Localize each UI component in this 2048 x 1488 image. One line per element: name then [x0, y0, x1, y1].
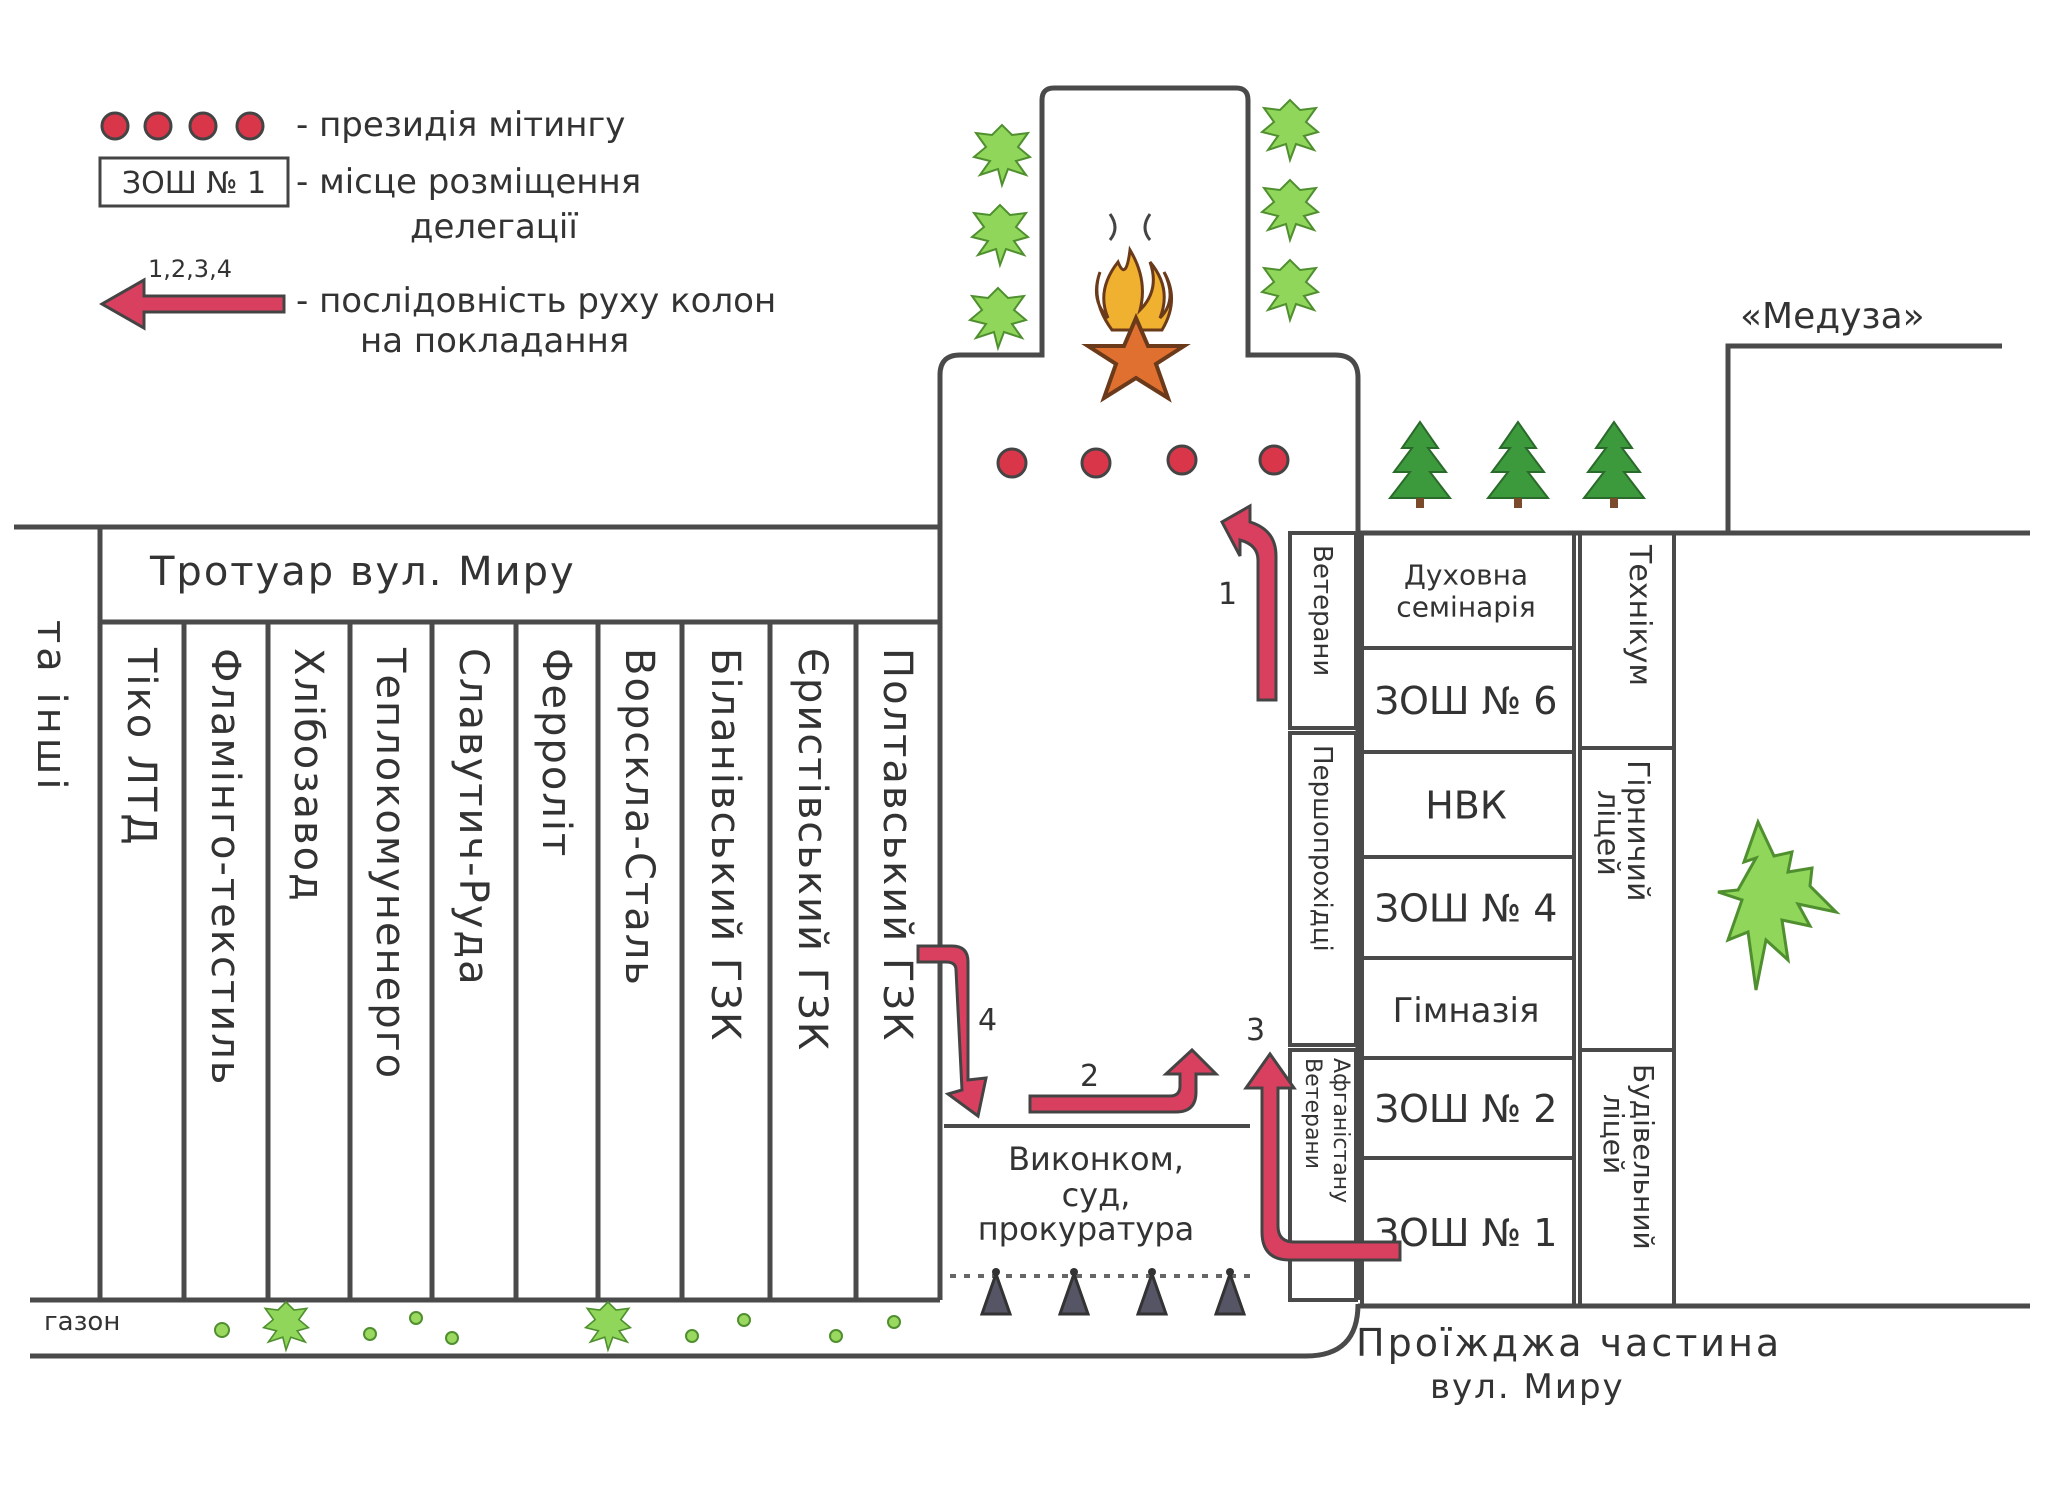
legend-presidium-text: - президія мітингу — [296, 105, 625, 145]
column-label: Тіко ЛТД — [118, 647, 164, 847]
school-label: семінарія — [1396, 591, 1535, 624]
legend-placement-line1: - місце розміщення — [296, 162, 641, 202]
roadway-line2: вул. Миру — [1430, 1367, 1625, 1407]
right-blocks — [944, 531, 1676, 1306]
school-label: Духовна — [1404, 559, 1528, 592]
arrow-label-4: 4 — [978, 1003, 997, 1038]
pine-trees — [1389, 421, 1645, 509]
executive-line2: суд, — [1062, 1176, 1131, 1214]
veterans-label: Ветерани — [1307, 545, 1337, 676]
school-label: ЗОШ № 4 — [1375, 887, 1558, 931]
arrow-label-1: 1 — [1218, 577, 1237, 612]
lawn-plants — [214, 1301, 901, 1351]
column-label: Єристівський ГЗК — [789, 648, 835, 1052]
legend-school-box — [98, 156, 290, 208]
eternal-flame-icon — [1081, 213, 1191, 403]
column-label: Фламінго-текстиль — [202, 648, 248, 1086]
building-lyceum-line1: Будівельний — [1627, 1064, 1660, 1250]
school-label: ЗОШ № 1 — [1375, 1211, 1558, 1255]
school-label: ЗОШ № 6 — [1375, 679, 1558, 723]
school-label: НВК — [1425, 784, 1507, 828]
large-tree-icon — [1717, 818, 1841, 991]
arrow-2 — [1028, 1047, 1220, 1114]
column-label: Ворскла-Сталь — [616, 648, 662, 987]
legend-sequence-line1: - послідовність руху колон — [296, 281, 776, 321]
legend-arrow — [98, 277, 286, 331]
sidewalk-label: Тротуар вул. Миру — [149, 549, 576, 595]
mining-lyceum-line2: ліцей — [1590, 790, 1625, 876]
legend-arrow-numbers: 1,2,3,4 — [148, 255, 232, 283]
building-lyceum-line2: ліцей — [1597, 1094, 1630, 1174]
lawn-label: газон — [44, 1307, 120, 1337]
column-label: Біланівський ГЗК — [702, 648, 748, 1042]
mining-lyceum-line1: Гірничий — [1620, 760, 1655, 902]
delegation-columns: Тіко ЛТД Фламінго-текстиль Хлібозавод Тепло… — [118, 622, 920, 1300]
left-edge-label: та інші — [28, 620, 74, 794]
arrow-4 — [916, 944, 988, 1119]
legend-sequence-line2: на покладання — [360, 321, 629, 361]
column-label: Полтавський ГЗК — [874, 648, 920, 1042]
roadway-line1: Проїжджа частина — [1356, 1321, 1782, 1365]
column-label: Теплокомуненерго — [367, 647, 413, 1080]
school-label: Гімназія — [1393, 991, 1540, 1031]
arrow-3 — [1243, 1051, 1402, 1262]
column-label: Славутич-Руда — [450, 648, 496, 987]
legend-presidium-dots — [100, 111, 265, 141]
executive-line1: Виконком, — [1008, 1140, 1184, 1178]
movement-arrows — [916, 503, 1402, 1262]
column-label: Ферроліт — [533, 648, 579, 858]
technikum-label: Технікум — [1622, 544, 1657, 686]
afghan-veterans-label-line2: Афганістану — [1328, 1058, 1353, 1203]
legend-placement-line2: делегації — [410, 207, 578, 247]
arrow-1 — [1219, 503, 1278, 702]
school-label: ЗОШ № 2 — [1375, 1087, 1558, 1131]
column-label: Хлібозавод — [285, 648, 331, 903]
pioneers-label: Першопрохідці — [1307, 745, 1337, 952]
executive-line3: прокуратура — [978, 1210, 1195, 1248]
presidium-dots — [996, 444, 1290, 479]
street-lines — [14, 343, 2030, 1359]
arrow-label-2: 2 — [1080, 1059, 1099, 1094]
legend: - президія мітингу ЗОШ № 1 - місце розмі… — [98, 105, 776, 361]
legend-school-box-text: ЗОШ № 1 — [122, 166, 266, 201]
monument — [937, 85, 1361, 1300]
arrow-label-3: 3 — [1246, 1013, 1265, 1048]
afghan-veterans-label-line1: Ветерани — [1300, 1058, 1325, 1169]
medusa-label: «Медуза» — [1740, 296, 1925, 337]
